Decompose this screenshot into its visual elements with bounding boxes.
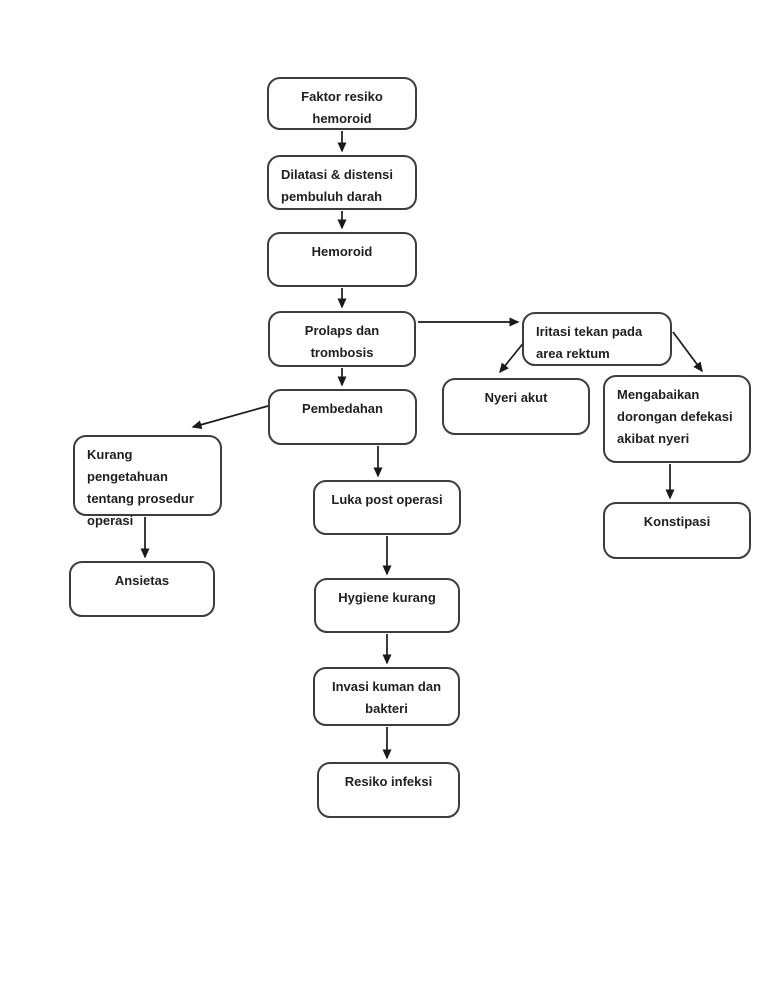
flow-node-label-luka-post-operasi: Luka post operasi (331, 492, 443, 507)
flow-node-konstipasi: Konstipasi (603, 502, 751, 559)
flow-node-label-faktor-resiko-hemoroid: Faktor resiko hemoroid (301, 89, 383, 126)
flow-node-hygiene-kurang: Hygiene kurang (314, 578, 460, 633)
flow-node-luka-post-operasi: Luka post operasi (313, 480, 461, 535)
flow-node-label-dilatasi-distensi: Dilatasi & distensi pembuluh darah (281, 167, 393, 204)
flow-node-invasi-kuman: Invasi kuman dan bakteri (313, 667, 460, 726)
flow-node-label-kurang-pengetahuan: Kurang pengetahuan tentang prosedur oper… (87, 447, 194, 528)
flow-node-dilatasi-distensi: Dilatasi & distensi pembuluh darah (267, 155, 417, 210)
flow-node-ansietas: Ansietas (69, 561, 215, 617)
flow-node-prolaps-trombosis: Prolaps dan trombosis (268, 311, 416, 367)
flow-node-label-ansietas: Ansietas (114, 573, 170, 588)
flow-node-mengabaikan-defekasi: Mengabaikan dorongan defekasi akibat nye… (603, 375, 751, 463)
arrow-iritasi-tekan-to-mengabaikan-defekasi (672, 331, 703, 373)
flow-node-label-resiko-infeksi: Resiko infeksi (344, 774, 433, 789)
flow-node-label-iritasi-tekan: Iritasi tekan pada area rektum (536, 324, 643, 361)
flow-node-label-pembedahan: Pembedahan (302, 401, 383, 416)
flow-node-faktor-resiko-hemoroid: Faktor resiko hemoroid (267, 77, 417, 130)
flow-node-hemoroid: Hemoroid (267, 232, 417, 287)
flow-node-label-invasi-kuman: Invasi kuman dan bakteri (331, 679, 442, 716)
flow-node-label-nyeri-akut: Nyeri akut (484, 390, 548, 405)
flow-node-nyeri-akut: Nyeri akut (442, 378, 590, 435)
arrow-pembedahan-to-kurang-pengetahuan (191, 405, 269, 430)
flow-node-pembedahan: Pembedahan (268, 389, 417, 445)
flow-node-iritasi-tekan: Iritasi tekan pada area rektum (522, 312, 672, 366)
flow-node-label-hemoroid: Hemoroid (311, 244, 373, 259)
flow-node-label-hygiene-kurang: Hygiene kurang (338, 590, 436, 605)
flow-node-label-prolaps-trombosis: Prolaps dan trombosis (304, 323, 380, 360)
flow-node-label-mengabaikan-defekasi: Mengabaikan dorongan defekasi akibat nye… (617, 387, 733, 446)
flow-node-kurang-pengetahuan: Kurang pengetahuan tentang prosedur oper… (73, 435, 222, 528)
flow-node-resiko-infeksi: Resiko infeksi (317, 762, 460, 818)
flow-node-label-konstipasi: Konstipasi (643, 514, 711, 529)
